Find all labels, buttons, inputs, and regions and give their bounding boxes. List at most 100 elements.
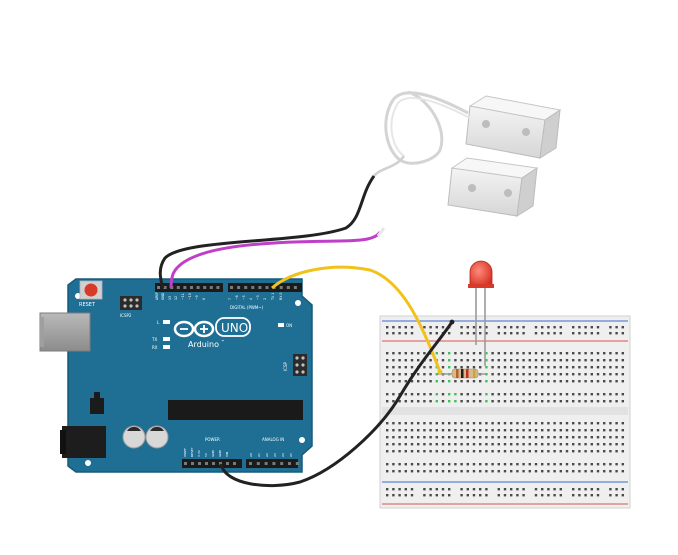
breadboard-hole [590,359,593,362]
breadboard-hole [609,436,612,439]
breadboard-hole [553,422,556,425]
pin-label-reset: RESET [190,447,194,457]
pin-label-3v3: 3.3V [197,449,201,457]
breadboard-rail-hole [429,326,432,329]
wire-black-breadboard-gnd [219,321,454,488]
trademark-label: ™ [221,339,225,344]
breadboard-hole [392,393,395,396]
usb-connector [39,312,91,352]
header-pin-hole [191,462,194,465]
breadboard-hole [534,470,538,473]
breadboard-hole [404,359,407,362]
breadboard-hole [503,450,507,453]
breadboard-rail-hole [460,332,463,335]
breadboard-hole [553,380,556,383]
breadboard-hole [417,393,420,396]
breadboard-hole [510,359,513,362]
breadboard-hole [565,359,569,362]
breadboard-hole [510,380,513,383]
header-pin-hole [272,462,276,465]
breadboard-hole [454,359,457,362]
breadboard-hole [423,393,426,396]
breadboard-hole [485,463,488,466]
breadboard-rail-hole [448,494,451,497]
breadboard-hole [460,463,463,466]
breadboard-hole [491,422,494,425]
breadboard-hole [392,443,395,446]
breadboard-hole [609,470,612,473]
led-l-label: L [157,320,160,325]
breadboard-rail-hole [497,488,500,491]
breadboard-hole [466,429,469,432]
breadboard-rail-hole [472,326,476,329]
breadboard-rail-hole [572,332,575,335]
breadboard-hole [503,470,507,473]
breadboard-hole [472,463,476,466]
breadboard-rail-hole [609,326,612,329]
breadboard-hole [516,443,519,446]
breadboard-hole [398,436,401,439]
breadboard-hole [386,450,389,453]
breadboard-hole [547,373,550,376]
breadboard-hole [528,463,531,466]
reed-switch-sensor [465,95,562,159]
breadboard-hole [448,429,451,432]
breadboard-hole [503,400,507,403]
breadboard-rail-hole [410,488,414,491]
breadboard-hole [404,463,407,466]
led-rx [163,345,170,349]
breadboard-hole [410,436,414,439]
breadboard-hole [423,373,426,376]
breadboard-hole [454,366,457,369]
breadboard-hole [392,436,395,439]
breadboard-hole [541,400,544,403]
breadboard-hole [386,373,389,376]
breadboard-rail-hole [435,494,438,497]
breadboard-hole [596,436,600,439]
breadboard-hole [534,436,538,439]
breadboard-hole [485,380,488,383]
breadboard-hole [497,359,500,362]
breadboard-hole [386,400,389,403]
breadboard-hole [547,352,550,355]
breadboard-hole [466,470,469,473]
breadboard-hole [590,366,593,369]
breadboard-hole [584,436,587,439]
breadboard-hole [398,380,401,383]
breadboard-rail-hole [510,488,513,491]
breadboard-rail-hole [541,332,544,335]
breadboard-hole [572,429,575,432]
breadboard-hole [497,450,500,453]
breadboard-hole [404,429,407,432]
breadboard-hole [528,366,531,369]
breadboard-hole [491,352,494,355]
breadboard-rail-hole [590,488,593,491]
breadboard-hole [491,436,494,439]
breadboard-rail-hole [429,332,432,335]
breadboard-hole [497,443,500,446]
breadboard-hole [528,470,531,473]
breadboard-hole [472,352,476,355]
breadboard-hole [460,429,463,432]
pin-label-gnd2: GND [218,449,222,457]
breadboard-rail-hole [516,488,519,491]
breadboard-hole [596,429,600,432]
reset-button[interactable] [84,283,98,297]
breadboard-hole [522,463,525,466]
breadboard-hole [528,393,531,396]
breadboard-hole [522,400,525,403]
usb-lip [40,317,44,347]
breadboard-hole [541,443,544,446]
breadboard-hole [497,463,500,466]
breadboard-hole [503,359,507,362]
breadboard-hole [615,352,618,355]
breadboard-rail-hole [472,488,476,491]
pin-label-aref: AREF [155,292,159,300]
breadboard-hole [516,436,519,439]
breadboard-hole [460,450,463,453]
breadboard-hole [398,470,401,473]
breadboard-rail-hole [534,326,538,329]
breadboard-hole [404,422,407,425]
breadboard-rail-hole [404,488,407,491]
breadboard-hole [423,463,426,466]
